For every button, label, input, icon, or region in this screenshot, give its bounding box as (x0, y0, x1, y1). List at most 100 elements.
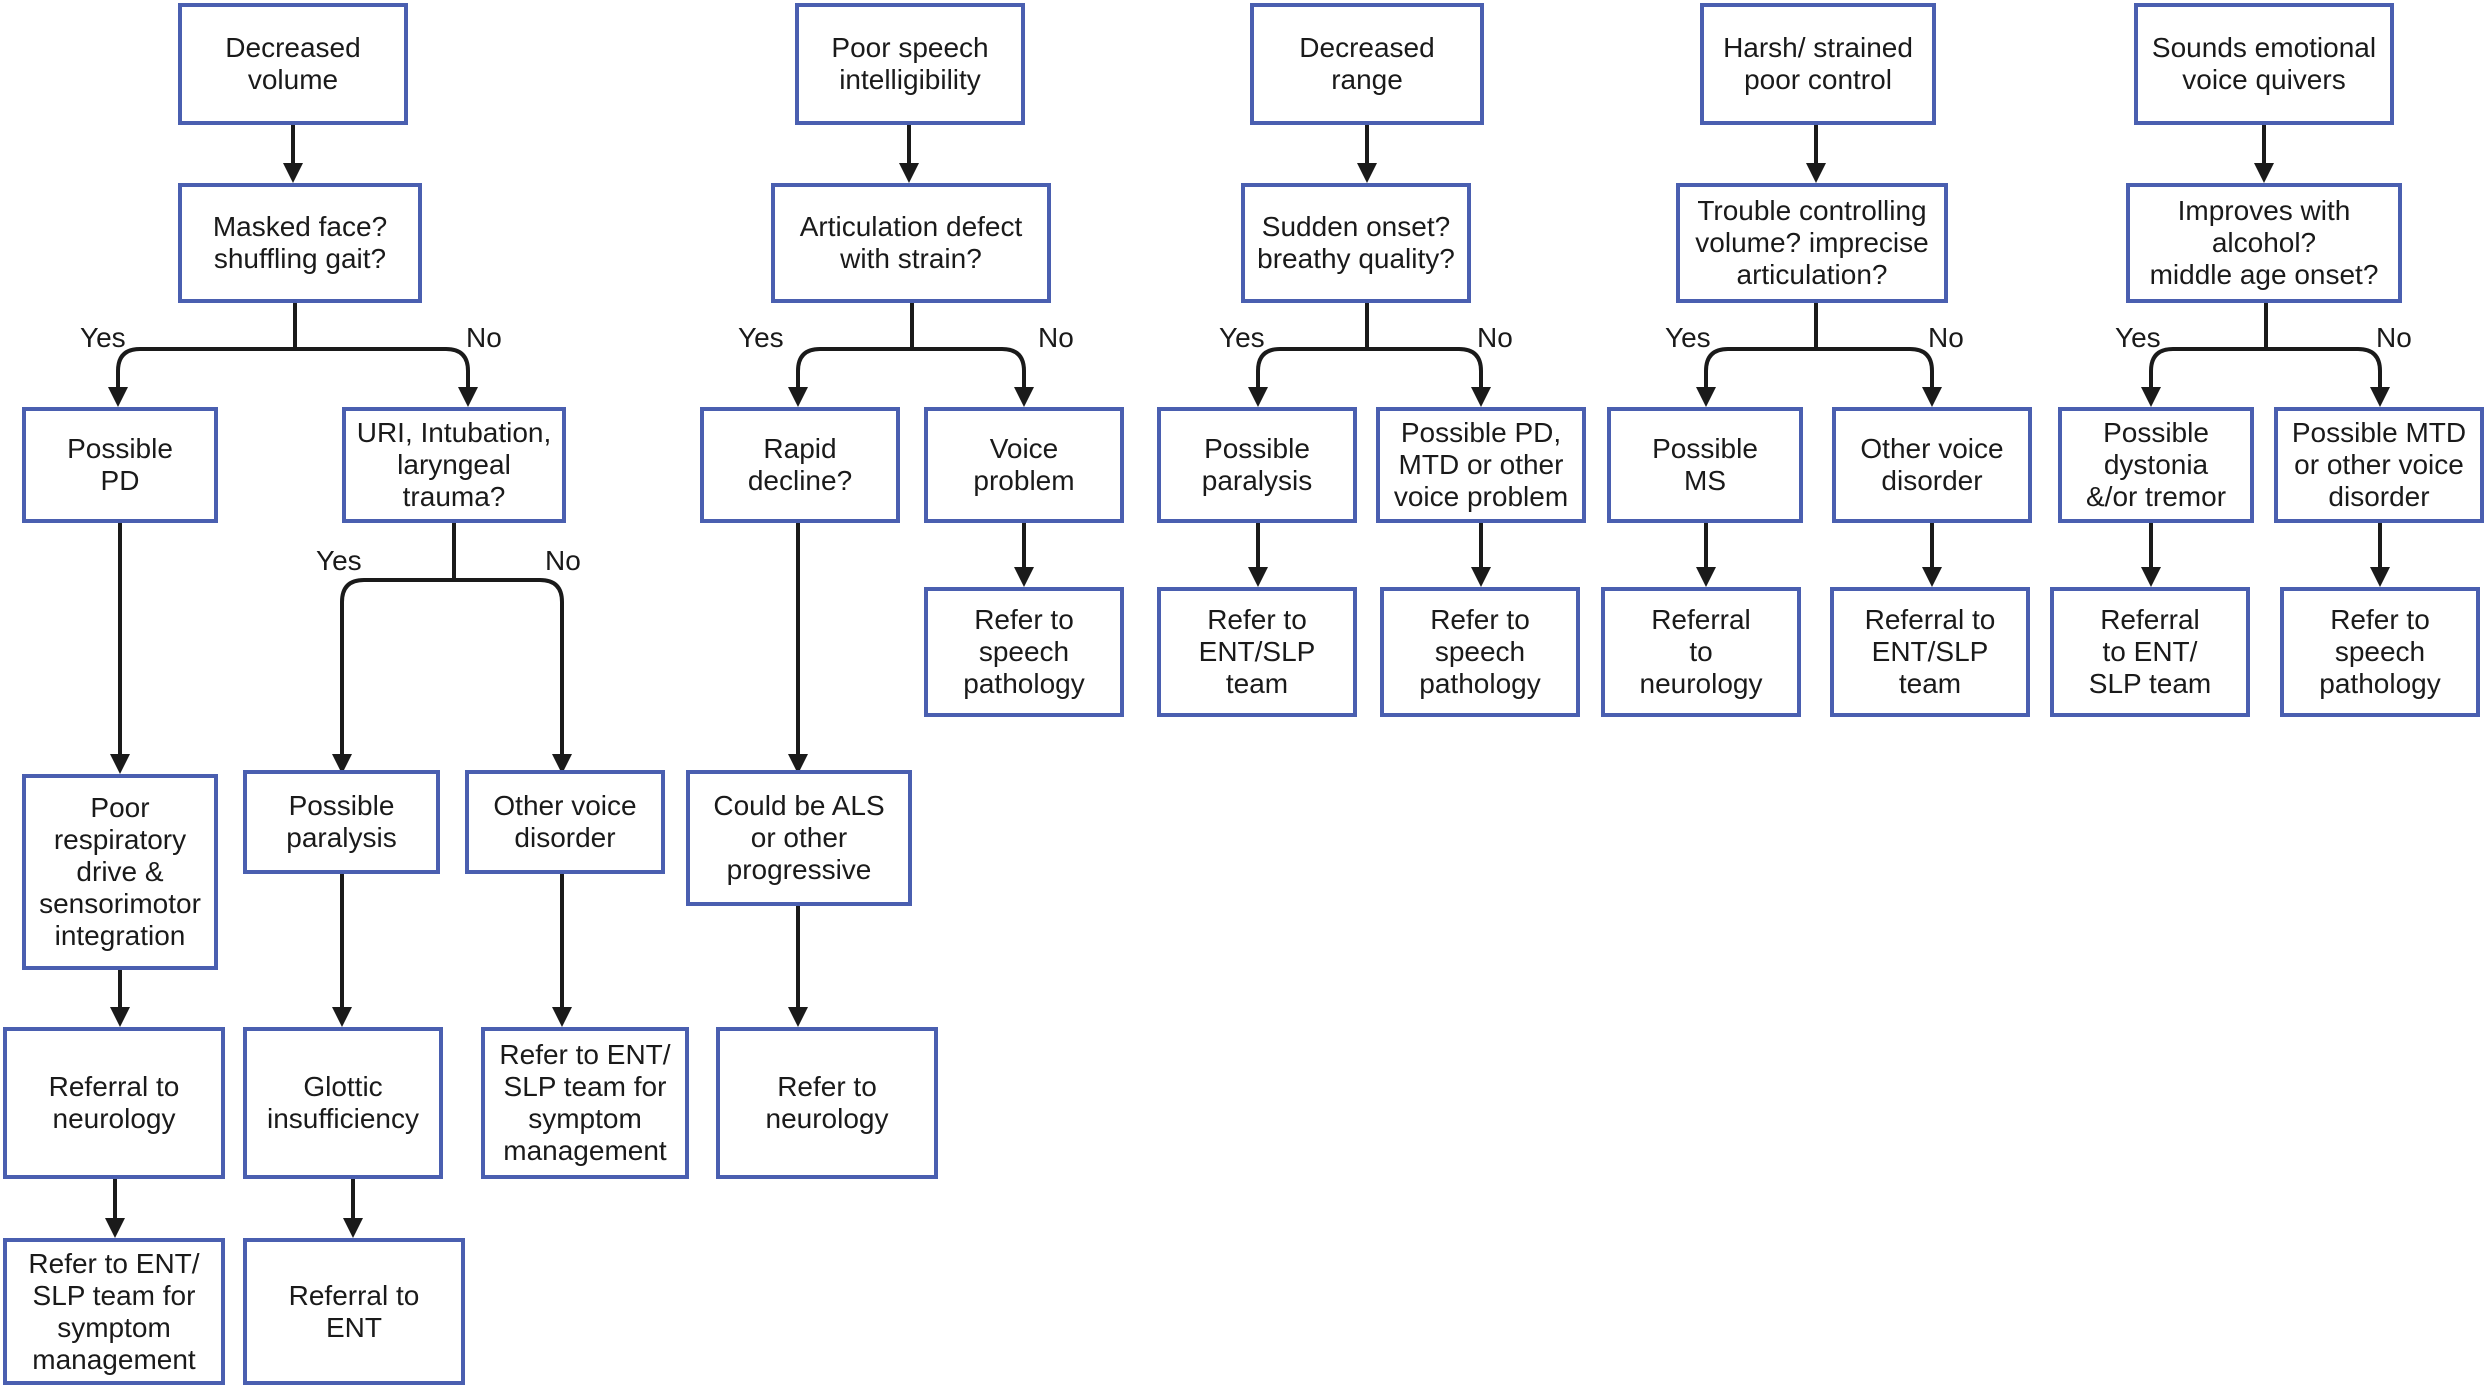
split-c0-nb-right (454, 578, 564, 758)
split-c4-left-head (2141, 387, 2161, 407)
label-c0-nb-yes: Yes (316, 545, 362, 576)
symptom-harsh-strained-text: Harsh/ strained poor control (1723, 32, 1913, 95)
arrow-c3-ms-head (1696, 567, 1716, 587)
split-c0-nb-left (340, 578, 454, 758)
refer-ent-slp-c2-text: Refer to ENT/SLP team (1198, 604, 1316, 699)
label-c3-yes: Yes (1665, 322, 1711, 353)
split-c0-right-head (458, 387, 478, 407)
question-trouble-controlling: Trouble controlling volume? imprecise ar… (1676, 183, 1948, 303)
split-c3-right (1816, 347, 1934, 391)
finding-other-voice-c0-text: Other voice disorder (493, 790, 637, 853)
referral-ent-slp-c3-text: Referral to ENT/SLP team (1864, 604, 1996, 699)
finding-possible-pd-text: Possible PD (67, 433, 173, 496)
arrow-c1-als-head (788, 1007, 808, 1027)
finding-possible-ms-text: Possible MS (1652, 433, 1758, 496)
arrow-c1-symptom-head (899, 163, 919, 183)
split-c0-left (116, 347, 295, 391)
label-c0-yes: Yes (80, 322, 126, 353)
finding-possible-paralysis-c2-text: Possible paralysis (1201, 433, 1313, 496)
symptom-decreased-volume-text: Decreased volume (225, 32, 361, 95)
referral-ent-slp-c3: Referral to ENT/SLP team (1830, 587, 2030, 717)
symptom-sounds-emotional: Sounds emotional voice quivers (2134, 3, 2394, 125)
refer-speech-pathology-c1: Refer to speech pathology (924, 587, 1124, 717)
finding-other-voice-c3: Other voice disorder (1832, 407, 2032, 523)
mechanism-poor-respiratory: Poor respiratory drive & sensorimotor in… (22, 774, 218, 970)
label-c3-no: No (1928, 322, 1964, 353)
symptom-decreased-range-text: Decreased range (1299, 32, 1435, 95)
refer-speech-pathology-c1-text: Refer to speech pathology (963, 604, 1085, 699)
finding-could-be-als-text: Could be ALS or other progressive (713, 790, 885, 885)
finding-other-voice-c3-text: Other voice disorder (1860, 433, 2004, 496)
finding-possible-pd-mtd: Possible PD, MTD or other voice problem (1376, 407, 1586, 523)
question-trouble-controlling-text: Trouble controlling volume? imprecise ar… (1695, 195, 1929, 290)
symptom-harsh-strained: Harsh/ strained poor control (1700, 3, 1936, 125)
question-sudden-onset: Sudden onset? breathy quality? (1241, 183, 1471, 303)
symptom-poor-intelligibility: Poor speech intelligibility (795, 3, 1025, 125)
refer-ent-slp-c0: Refer to ENT/ SLP team for symptom manag… (3, 1238, 225, 1385)
refer-ent-slp-c0-text: Refer to ENT/ SLP team for symptom manag… (28, 1247, 200, 1375)
arrow-c0-ref-head (105, 1218, 125, 1238)
split-c4-right (2266, 347, 2382, 391)
arrow-c2-pd-head (1471, 567, 1491, 587)
refer-ent-slp-c0b-text: Refer to ENT/ SLP team for symptom manag… (499, 1039, 671, 1166)
result-glottic-insufficiency-text: Glottic insufficiency (266, 1071, 419, 1134)
referral-ent-slp-c4: Referral to ENT/ SLP team (2050, 587, 2250, 717)
split-c0-nb-right-head (552, 754, 572, 774)
finding-possible-ms: Possible MS (1607, 407, 1803, 523)
split-c0-nb-left-head (332, 754, 352, 774)
referral-neurology-c0: Referral to neurology (3, 1027, 225, 1179)
arrow-c4-symptom-head (2254, 163, 2274, 183)
finding-possible-pd: Possible PD (22, 407, 218, 523)
finding-other-voice-c0: Other voice disorder (465, 770, 665, 874)
refer-neurology-c1-text: Refer to neurology (765, 1071, 889, 1134)
split-c1-left (796, 347, 912, 391)
finding-possible-paralysis-c2: Possible paralysis (1157, 407, 1357, 523)
split-c1-right-head (1014, 387, 1034, 407)
split-c1-right (912, 347, 1026, 391)
question-uri-intubation-text: URI, Intubation, laryngeal trauma? (356, 417, 552, 512)
arrow-c4-mtd-head (2370, 567, 2390, 587)
symptom-decreased-range: Decreased range (1250, 3, 1484, 125)
arrow-c2-paralysis-head (1248, 567, 1268, 587)
finding-possible-mtd: Possible MTD or other voice disorder (2274, 407, 2484, 523)
arrow-c0-symptom-head (283, 163, 303, 183)
arrow-c4-dystonia-head (2141, 567, 2161, 587)
mechanism-poor-respiratory-text: Poor respiratory drive & sensorimotor in… (39, 792, 201, 951)
split-c3-left-head (1696, 387, 1716, 407)
finding-possible-dystonia: Possible dystonia &/or tremor (2058, 407, 2254, 523)
split-c3-left (1704, 347, 1816, 391)
split-c2-right-head (1471, 387, 1491, 407)
referral-neurology-c3: Referral to neurology (1601, 587, 1801, 717)
question-uri-intubation: URI, Intubation, laryngeal trauma? (342, 407, 566, 523)
finding-voice-problem-c1: Voice problem (924, 407, 1124, 523)
label-c1-no: No (1038, 322, 1074, 353)
arrow-c1-rapid-head (788, 754, 808, 774)
label-c1-yes: Yes (738, 322, 784, 353)
referral-neurology-c0-text: Referral to neurology (48, 1071, 180, 1134)
label-c2-no: No (1477, 322, 1513, 353)
split-c0-left-head (108, 387, 128, 407)
split-c4-right-head (2370, 387, 2390, 407)
symptom-decreased-volume: Decreased volume (178, 3, 408, 125)
finding-possible-paralysis-c0-text: Possible paralysis (286, 790, 397, 853)
question-improves-alcohol-text: Improves with alcohol? middle age onset? (2149, 195, 2379, 290)
symptom-sounds-emotional-text: Sounds emotional voice quivers (2151, 32, 2377, 95)
finding-possible-dystonia-text: Possible dystonia &/or tremor (2085, 417, 2227, 512)
label-c4-yes: Yes (2115, 322, 2161, 353)
finding-could-be-als: Could be ALS or other progressive (686, 770, 912, 906)
referral-neurology-c3-text: Referral to neurology (1639, 604, 1763, 699)
refer-speech-pathology-c2: Refer to speech pathology (1380, 587, 1580, 717)
label-c0-no: No (466, 322, 502, 353)
split-c1-left-head (788, 387, 808, 407)
finding-possible-paralysis-c0: Possible paralysis (243, 770, 440, 874)
split-c3-right-head (1922, 387, 1942, 407)
finding-possible-pd-mtd-text: Possible PD, MTD or other voice problem (1393, 417, 1569, 512)
arrow-c3-other-head (1922, 567, 1942, 587)
arrow-c0-paralysis-head (332, 1007, 352, 1027)
refer-speech-pathology-c2-text: Refer to speech pathology (1419, 604, 1541, 699)
refer-speech-pathology-c4: Refer to speech pathology (2280, 587, 2480, 717)
split-c2-right (1367, 347, 1483, 391)
arrow-c0-mech-head (110, 1007, 130, 1027)
